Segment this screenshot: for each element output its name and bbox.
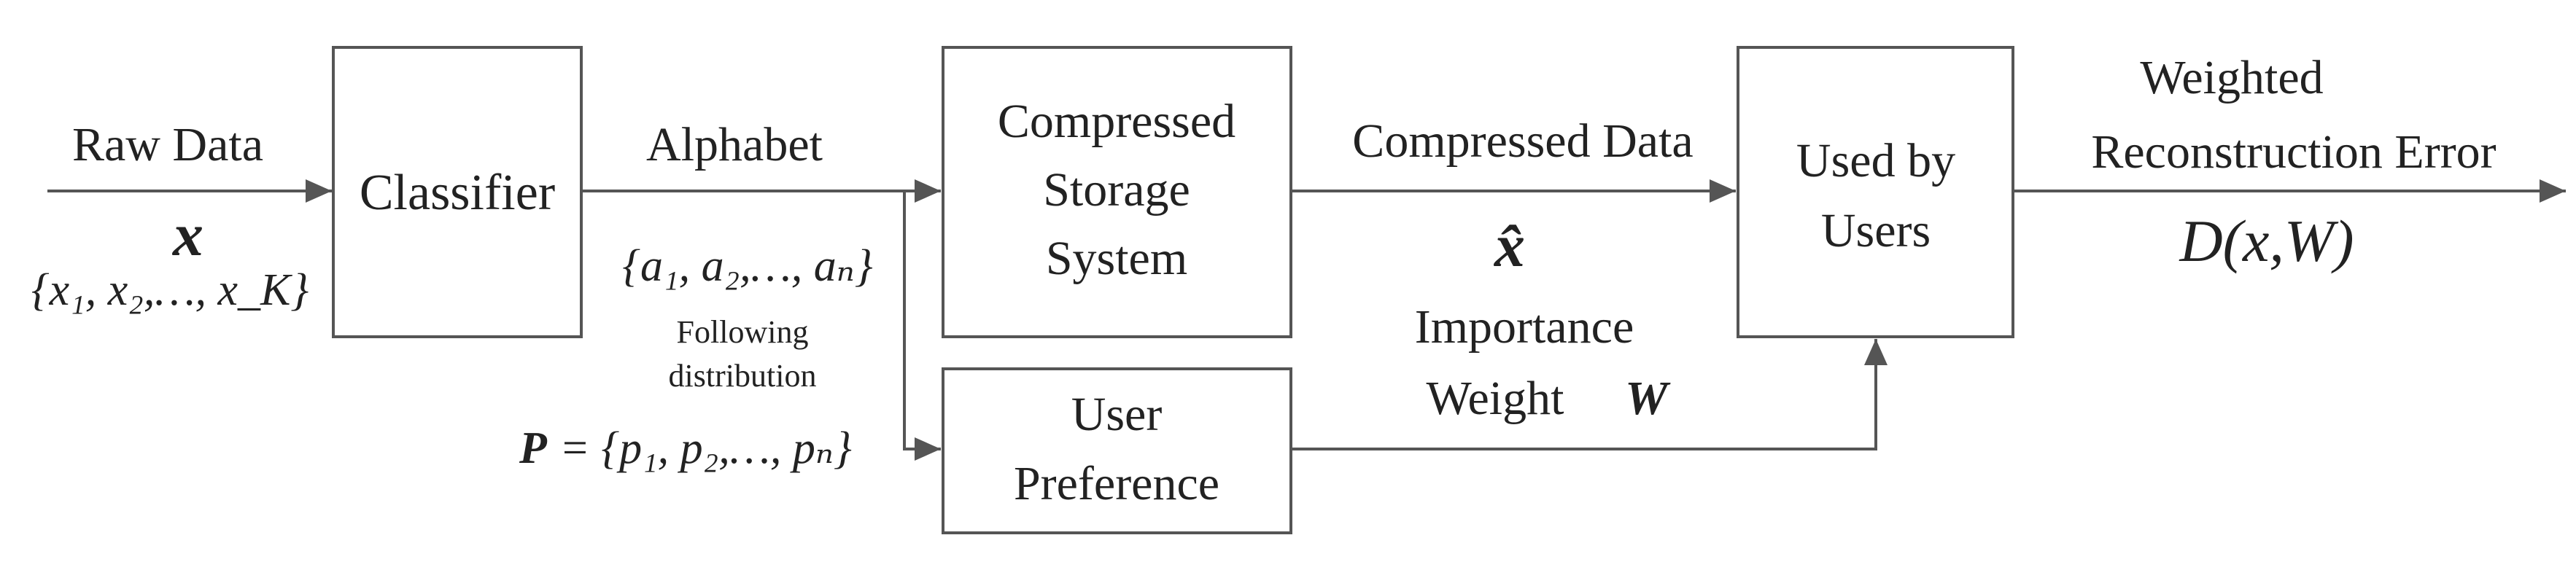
preference-label-line2: Preference <box>1014 457 1219 510</box>
storage-label-line3: System <box>1046 232 1187 285</box>
importance-weight-arrow <box>1291 339 1888 450</box>
compressed-data-label: Compressed Data <box>1352 114 1693 168</box>
preference-label-line1: User <box>1071 388 1163 441</box>
alphabet-set: {a₁, a₂,…, aₙ} <box>622 241 873 291</box>
raw-data-symbol: x <box>171 201 203 269</box>
classifier-box <box>332 46 583 338</box>
storage-box <box>942 46 1292 338</box>
storage-label-line1: Compressed <box>998 95 1235 148</box>
probability-set: = {p₁, p₂,…, pₙ} <box>559 424 852 473</box>
error-formula: D(x,W) <box>2179 208 2354 274</box>
raw-data-set: {x₁, x₂,…, x_K} <box>31 265 309 315</box>
distribution-note-line2: distribution <box>669 358 817 394</box>
alphabet-label: Alphabet <box>646 118 823 171</box>
error-label-line2: Reconstruction Error <box>2091 125 2496 179</box>
compressed-data-symbol: x̂ <box>1493 212 1525 280</box>
error-label-line1: Weighted <box>2140 51 2323 104</box>
storage-label-line2: Storage <box>1043 163 1190 216</box>
classifier-label: Classifier <box>360 165 555 221</box>
probability-symbol: P <box>519 424 548 473</box>
users-label-line2: Users <box>1821 204 1931 257</box>
alphabet-to-preference-arrow <box>903 191 941 461</box>
distribution-note-line1: Following <box>677 314 809 350</box>
users-box <box>1737 46 2014 338</box>
users-label-line1: Used by <box>1796 134 1955 187</box>
preference-box <box>942 367 1292 534</box>
importance-weight-symbol: W <box>1625 372 1671 425</box>
importance-weight-line2: Weight <box>1427 372 1564 425</box>
importance-weight-line1: Importance <box>1415 300 1634 354</box>
raw-data-label: Raw Data <box>72 118 263 171</box>
